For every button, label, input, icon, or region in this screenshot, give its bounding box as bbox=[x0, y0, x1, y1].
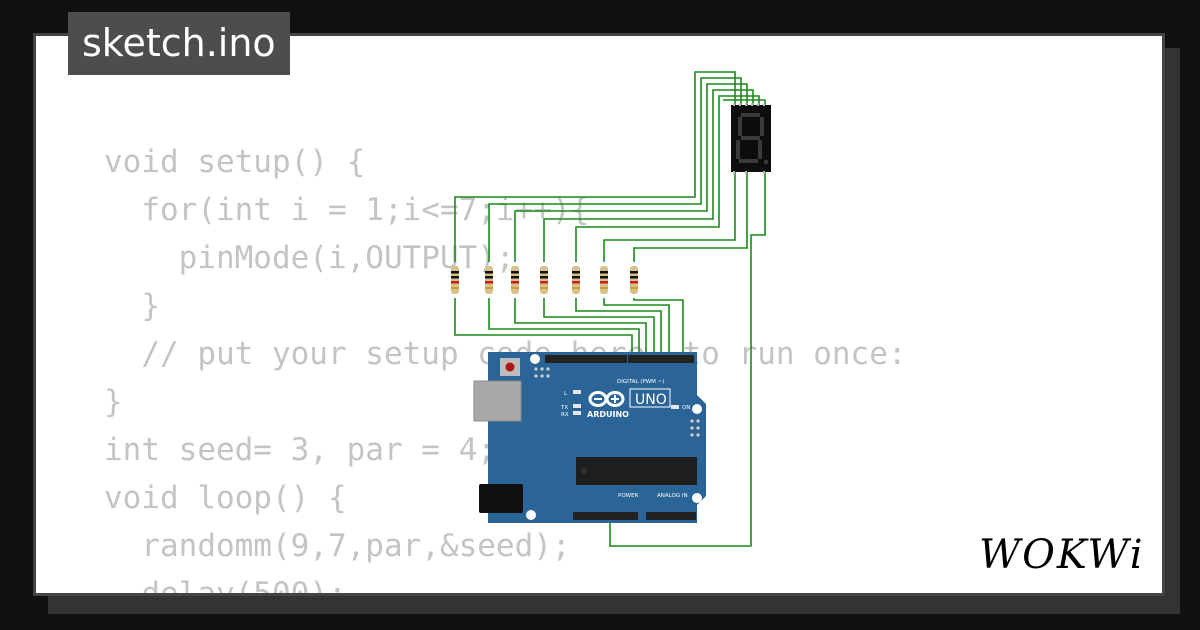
wire bbox=[543, 89, 754, 262]
wire bbox=[575, 298, 662, 358]
wire bbox=[609, 172, 766, 547]
analog-label: ANALOG IN bbox=[657, 493, 688, 499]
wire bbox=[603, 298, 670, 358]
brand-name: WOKWi bbox=[979, 532, 1145, 578]
resistor bbox=[540, 266, 548, 294]
analog-header bbox=[646, 512, 696, 520]
wire bbox=[633, 172, 748, 262]
digital-header-high bbox=[545, 355, 627, 363]
arduino-infinity-icon bbox=[588, 391, 625, 407]
code-line: for(int i = 1;i<=7;i++){ bbox=[104, 192, 590, 228]
digital-label: DIGITAL (PWM ~) bbox=[617, 379, 664, 385]
arduino-uno-board: DIGITAL (PWM ~) POWER ANALOG IN ON L TX … bbox=[473, 352, 706, 523]
resistor bbox=[485, 266, 493, 294]
board-model: UNO bbox=[635, 392, 667, 408]
code-line: } bbox=[104, 288, 160, 324]
resistor bbox=[630, 266, 638, 294]
wire bbox=[454, 298, 633, 358]
rx-label: RX bbox=[561, 412, 569, 418]
power-jack bbox=[479, 484, 523, 513]
header-wires bbox=[454, 172, 766, 547]
board-brand: ARDUINO bbox=[587, 410, 629, 419]
on-label: ON bbox=[682, 405, 690, 411]
tx-label: TX bbox=[560, 405, 568, 411]
preview-card: void setup() { for(int i = 1;i<=7;i++){ … bbox=[33, 33, 1165, 596]
wire bbox=[454, 71, 736, 262]
wokwi-logo: WOKWi bbox=[979, 532, 1145, 578]
power-label: POWER bbox=[618, 493, 639, 499]
circuit-diagram: DIGITAL (PWM ~) POWER ANALOG IN ON L TX … bbox=[451, 71, 771, 547]
resistor bbox=[451, 266, 459, 294]
resistor bbox=[511, 266, 519, 294]
code-snippet: void setup() { for(int i = 1;i<=7;i++){ … bbox=[104, 138, 907, 596]
code-line: void setup() { bbox=[104, 144, 366, 180]
digital-header-low bbox=[628, 355, 694, 363]
seven-segment-display-icon bbox=[731, 103, 771, 174]
code-line: randomm(9,7,par,&seed); bbox=[104, 528, 571, 564]
wire bbox=[514, 298, 647, 358]
code-line: void loop() { bbox=[104, 480, 347, 516]
wire bbox=[514, 83, 748, 262]
wire bbox=[575, 95, 760, 262]
wire bbox=[603, 172, 736, 262]
resistor bbox=[600, 266, 608, 294]
l-label: L bbox=[564, 391, 568, 397]
display-wires bbox=[454, 71, 766, 262]
resistor bbox=[572, 266, 580, 294]
power-header bbox=[573, 512, 638, 520]
wire bbox=[488, 77, 742, 262]
wire bbox=[543, 298, 655, 358]
code-line: } bbox=[104, 384, 123, 420]
code-line: int seed= 3, par = 4; bbox=[104, 432, 496, 468]
code-line: delay(500); bbox=[104, 576, 347, 596]
resistors bbox=[451, 266, 638, 294]
microcontroller-chip bbox=[576, 457, 697, 485]
wire bbox=[488, 298, 640, 358]
file-name-tab: sketch.ino bbox=[68, 12, 290, 75]
wire bbox=[633, 298, 684, 358]
usb-port bbox=[473, 380, 522, 422]
